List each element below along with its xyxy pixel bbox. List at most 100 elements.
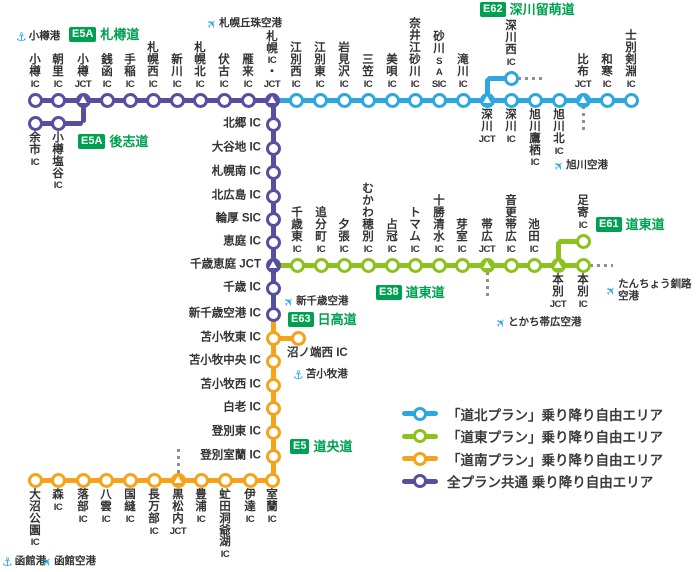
station-label: 新千歳空港 IC: [188, 307, 261, 320]
dotted-line-segment: [485, 272, 489, 300]
airplane-icon: ✈: [280, 293, 298, 311]
station-ic-node: [336, 92, 352, 108]
station-jct-node: [170, 472, 186, 488]
station-ic-node: [290, 330, 306, 346]
facility-label: たんちょう釧路空港: [618, 278, 692, 302]
station-ic-node: [122, 472, 138, 488]
station-ic-node: [75, 472, 91, 488]
station-label: 苫小牧中央 IC: [188, 354, 261, 367]
station-jct-node: [550, 257, 566, 273]
station-ic-node: [599, 92, 615, 108]
jct-triangle-icon: [579, 96, 587, 103]
route-name: 日高道: [317, 312, 357, 327]
airport-item: ✈札幌丘珠空港: [204, 15, 283, 32]
station-ic-node: [27, 92, 43, 108]
station-ic-node: [50, 115, 66, 131]
station-ic-node: [503, 92, 519, 108]
station-ic-node: [407, 257, 423, 273]
station-ic-node: [217, 472, 233, 488]
facility-label: 函館港: [14, 555, 47, 568]
station-ic-node: [264, 472, 280, 488]
facility-label: 旭川空港: [566, 159, 609, 172]
route-line-segment: [270, 100, 276, 314]
station-ic-node: [312, 92, 328, 108]
station-ic-node: [384, 257, 400, 273]
station-ic-node: [265, 377, 281, 393]
jct-triangle-icon: [269, 261, 277, 268]
station-ic-node: [503, 257, 519, 273]
legend-item: 全プラン共通 乗り降り自由エリア: [402, 474, 663, 490]
legend-station-circle: [413, 406, 427, 421]
station-ic-node: [122, 92, 138, 108]
jct-triangle-icon: [79, 96, 87, 103]
station-ic-node: [265, 330, 281, 346]
station-label: 登別室蘭 IC: [200, 449, 261, 462]
legend-line-swatch: [402, 474, 438, 488]
anchor-icon: ⚓: [16, 30, 27, 44]
route-name: 深川留萌道: [509, 2, 575, 17]
station-ic-node: [216, 92, 232, 108]
airplane-icon: ✈: [602, 282, 620, 300]
legend-station-circle: [413, 474, 427, 488]
station-ic-node: [503, 70, 519, 86]
station-ic-node: [242, 472, 258, 488]
facility-label: 小樽港: [28, 30, 61, 43]
station-ic-node: [407, 92, 423, 108]
legend-line-swatch: [402, 451, 438, 466]
route-name: 道東道: [405, 285, 445, 300]
station-ic-node: [265, 164, 281, 180]
station-ic-node: [145, 92, 161, 108]
legend-item: 「道北プラン」乗り降り自由エリア: [402, 406, 663, 423]
facility-label: 苫小牧港: [305, 368, 348, 381]
station-label: 札幌南 IC: [211, 165, 261, 178]
station-ic-node: [265, 353, 281, 369]
station-ic-node: [454, 257, 470, 273]
legend-station-circle: [413, 451, 427, 466]
station-ic-node: [50, 92, 66, 108]
airport-item: ✈函館空港: [39, 553, 97, 570]
legend-label: 全プラン共通 乗り降り自由エリア: [447, 475, 654, 490]
station-ic-node: [193, 472, 209, 488]
station-label: 千歳 IC: [223, 281, 261, 294]
station-label: 輪厚 SIC: [215, 212, 261, 225]
route-name: 道東道: [625, 217, 665, 232]
route-badge-code: E63: [288, 312, 314, 327]
legend-label: 「道南プラン」乗り降り自由エリア: [447, 452, 663, 468]
station-ic-node: [526, 257, 542, 273]
route-line-segment: [273, 97, 631, 103]
station-label: 苫小牧東 IC: [200, 331, 261, 344]
airport-item: ✈旭川空港: [551, 157, 609, 174]
station-ic-node: [313, 257, 329, 273]
jct-triangle-icon: [483, 96, 491, 103]
route-badge-code: E61: [596, 217, 622, 232]
port-item: ⚓苫小牧港: [293, 369, 348, 381]
station-jct-node: [479, 257, 495, 273]
